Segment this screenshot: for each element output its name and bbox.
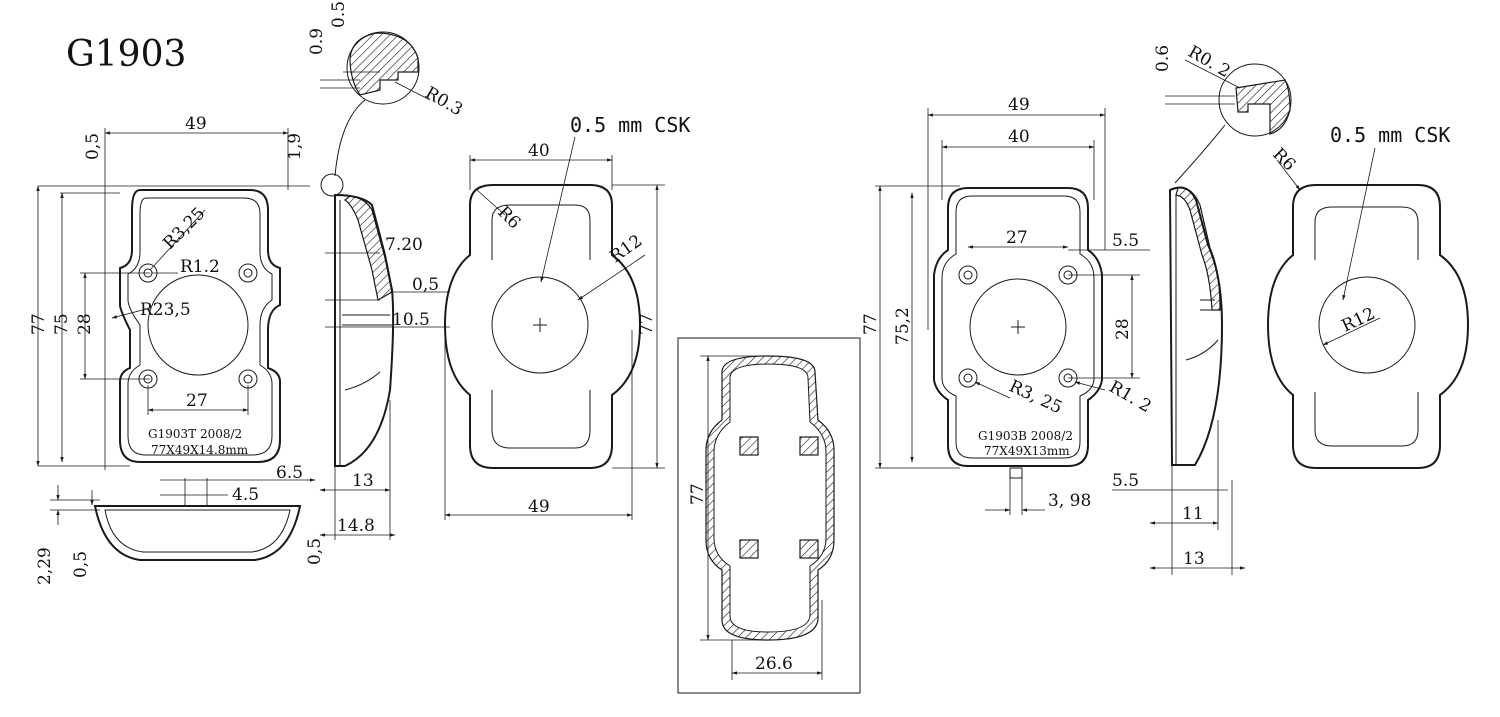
dim-77-left: 77 — [29, 313, 49, 335]
right-top-dimensions: 49 40 27 5.5 77 75,2 28 R3, 25 R1. 2 G19… — [861, 95, 1155, 515]
side-dim-13: 13 — [352, 471, 374, 491]
dim-28-left: 28 — [75, 313, 95, 335]
dim-229: 2,29 — [35, 547, 55, 585]
left-side-view: 7.20 0,5 10.5 13 14.8 0,5 — [305, 99, 450, 565]
middle-section-view: 77 26.6 — [677, 337, 861, 694]
right-dim-398: 3, 98 — [1048, 491, 1091, 511]
dim-49-left: 49 — [185, 114, 207, 134]
back-r12: R12 — [1339, 304, 1379, 337]
dim-75-left: 75 — [52, 313, 72, 335]
dim-05-left: 0,5 — [83, 133, 103, 160]
side-dim-105: 10.5 — [392, 310, 430, 330]
right-side-view: 0.6 R0. 2 5.5 11 13 — [1112, 42, 1292, 575]
dim-05-bottom: 0,5 — [71, 551, 91, 578]
side2-dim-13: 13 — [1183, 549, 1205, 569]
dim-65: 6.5 — [276, 463, 303, 483]
right-part-label-line1: G1903B 2008/2 — [978, 429, 1073, 443]
dim-45: 4.5 — [232, 485, 259, 505]
detail-05: 0.5 — [329, 1, 349, 28]
front-dim-40: 40 — [528, 141, 550, 161]
right-r325: R3, 25 — [1006, 376, 1065, 418]
left-part-label-line1: G1903T 2008/2 — [148, 427, 242, 441]
side-dim-148: 14.8 — [337, 516, 375, 536]
mid-dim-77: 77 — [688, 483, 708, 505]
right-dim-40: 40 — [1008, 127, 1030, 147]
left-top-view — [119, 189, 281, 463]
right-dim-77: 77 — [861, 313, 881, 335]
detail-r02: R0. 2 — [1185, 42, 1234, 82]
right-r12: R1. 2 — [1106, 377, 1155, 417]
front-view: 0.5 mm CSK 40 R6 R12 77 49 — [443, 113, 690, 520]
r325-left: R3,25 — [159, 204, 209, 254]
right-part-label-line2: 77X49X13mm — [984, 444, 1070, 458]
back-r6: R6 — [1268, 144, 1299, 175]
csk-label-right: 0.5 mm CSK — [1330, 123, 1450, 147]
right-dim-28: 28 — [1113, 318, 1133, 340]
right-dim-49: 49 — [1008, 95, 1030, 115]
side-dim-05b: 0,5 — [305, 538, 325, 565]
detail-09: 0.9 — [307, 28, 327, 55]
back-view: 0.5 mm CSK R6 R12 — [1266, 123, 1470, 469]
left-part-label-line2: 77X49X14.8mm — [151, 443, 249, 457]
left-top-dimensions: 49 0,5 1,9 77 75 28 27 R3,25 R1.2 R23,5 … — [29, 114, 310, 470]
r12-left: R1.2 — [180, 257, 220, 277]
side2-dim-11: 11 — [1182, 504, 1204, 524]
detail-r03: R0.3 — [422, 83, 467, 120]
side2-dim-55b: 5.5 — [1112, 471, 1139, 491]
right-dim-55: 5.5 — [1112, 231, 1139, 251]
r235-left: R23,5 — [140, 300, 191, 320]
front-dim-77: 77 — [637, 313, 657, 335]
side-dim-720: 7.20 — [385, 235, 423, 255]
right-dim-752: 75,2 — [893, 307, 913, 345]
dim-27-left: 27 — [186, 391, 208, 411]
drawing-title: G1903 — [66, 34, 186, 75]
left-detail-view: 0.9 0.5 R0.3 — [307, 1, 466, 120]
csk-label-left: 0.5 mm CSK — [570, 113, 690, 137]
front-dim-49: 49 — [528, 497, 550, 517]
dim-19-left: 1,9 — [285, 133, 305, 160]
detail-06: 0.6 — [1153, 45, 1173, 72]
right-dim-27: 27 — [1006, 228, 1028, 248]
side-dim-05: 0,5 — [412, 275, 439, 295]
left-bottom-profile: 2,29 0,5 6.5 4.5 — [35, 463, 316, 585]
mid-dim-266: 26.6 — [755, 654, 793, 674]
